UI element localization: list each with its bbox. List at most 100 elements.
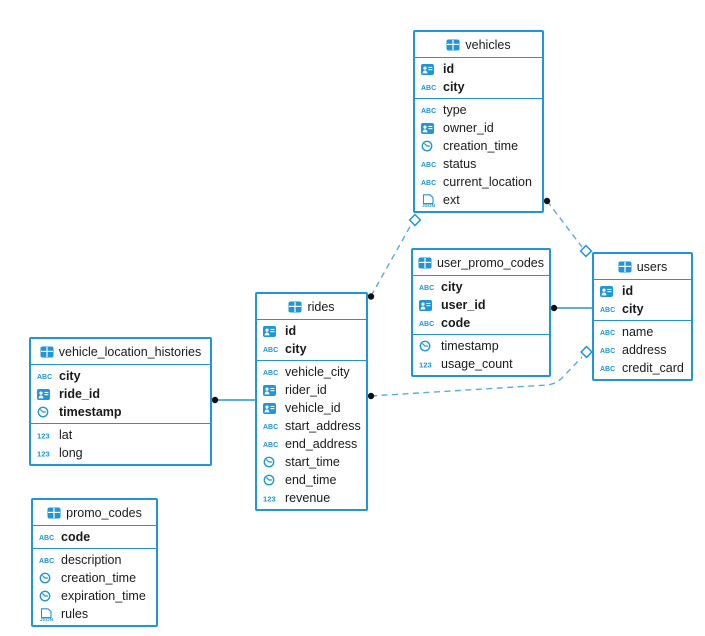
diamond-endpoint: [580, 345, 593, 359]
field-label: usage_count: [441, 357, 513, 371]
field-id: id: [415, 60, 542, 78]
svg-text:ABC: ABC: [37, 374, 52, 381]
json-document-icon: JSON: [39, 607, 56, 621]
table-header[interactable]: promo_codes: [33, 500, 156, 526]
abc-icon: ABC: [263, 344, 280, 354]
abc-icon: ABC: [419, 282, 436, 292]
table-icon: [288, 301, 302, 313]
123-icon: 123: [263, 493, 280, 503]
svg-text:ABC: ABC: [600, 348, 615, 355]
field-label: current_location: [443, 175, 532, 189]
key-fields-section: ABC code: [33, 526, 156, 549]
field-label: owner_id: [443, 121, 494, 135]
id-card-icon: [263, 402, 280, 414]
field-name: ABC name: [594, 323, 691, 341]
table-header[interactable]: user_promo_codes: [413, 250, 549, 276]
svg-text:ABC: ABC: [263, 424, 278, 431]
svg-text:ABC: ABC: [39, 558, 54, 565]
svg-text:ABC: ABC: [419, 285, 434, 292]
field-label: code: [61, 530, 91, 544]
abc-icon: ABC: [263, 421, 280, 431]
field-start_address: ABC start_address: [257, 417, 366, 435]
field-current_location: ABC current_location: [415, 173, 542, 191]
clock-icon: [421, 140, 438, 152]
svg-text:ABC: ABC: [600, 330, 615, 337]
field-label: id: [443, 62, 455, 76]
field-label: city: [622, 302, 644, 316]
svg-text:ABC: ABC: [600, 307, 615, 314]
svg-text:JSON: JSON: [422, 202, 435, 206]
field-usage_count: 123 usage_count: [413, 355, 549, 373]
svg-text:ABC: ABC: [263, 370, 278, 377]
table-title: user_promo_codes: [436, 255, 544, 270]
field-label: ext: [443, 193, 460, 207]
field-code: ABC code: [413, 314, 549, 332]
field-label: expiration_time: [61, 589, 146, 603]
field-label: start_address: [285, 419, 361, 433]
field-label: start_time: [285, 455, 340, 469]
field-label: vehicle_city: [285, 365, 350, 379]
123-icon: 123: [419, 359, 436, 369]
field-label: creation_time: [61, 571, 137, 585]
svg-text:123: 123: [37, 431, 50, 440]
relation-vehicle_location_histories-rides: [211, 396, 256, 404]
table-header[interactable]: vehicle_location_histories: [31, 339, 210, 365]
field-expiration_time: expiration_time: [33, 587, 156, 605]
table-header[interactable]: rides: [257, 294, 366, 320]
field-end_time: end_time: [257, 471, 366, 489]
field-start_time: start_time: [257, 453, 366, 471]
abc-icon: ABC: [421, 105, 438, 115]
field-label: end_time: [285, 473, 337, 487]
field-label: address: [622, 343, 667, 357]
field-creation_time: creation_time: [33, 569, 156, 587]
id-card-icon: [421, 63, 438, 75]
table-icon: [618, 261, 632, 273]
field-rider_id: rider_id: [257, 381, 366, 399]
table-title: vehicle_location_histories: [58, 344, 202, 359]
table-header[interactable]: vehicles: [415, 32, 542, 58]
field-label: rider_id: [285, 383, 327, 397]
table-title: vehicles: [465, 37, 511, 52]
svg-text:ABC: ABC: [39, 535, 54, 542]
field-label: city: [443, 80, 465, 94]
json-document-icon: JSON: [421, 193, 438, 207]
field-label: end_address: [285, 437, 358, 451]
field-label: code: [441, 316, 471, 330]
field-label: name: [622, 325, 654, 339]
field-label: ride_id: [59, 387, 100, 401]
table-header[interactable]: users: [594, 254, 691, 280]
abc-icon: ABC: [421, 177, 438, 187]
field-timestamp: timestamp: [413, 337, 549, 355]
svg-text:ABC: ABC: [600, 366, 615, 373]
id-card-icon: [421, 122, 438, 134]
svg-text:ABC: ABC: [421, 180, 436, 187]
svg-text:123: 123: [263, 494, 276, 503]
id-card-icon: [37, 388, 54, 400]
svg-text:ABC: ABC: [419, 321, 434, 328]
id-card-icon: [263, 325, 280, 337]
relation-vehicles-users: [543, 197, 593, 258]
field-label: timestamp: [59, 405, 122, 419]
abc-icon: ABC: [600, 327, 617, 337]
abc-icon: ABC: [39, 555, 56, 565]
